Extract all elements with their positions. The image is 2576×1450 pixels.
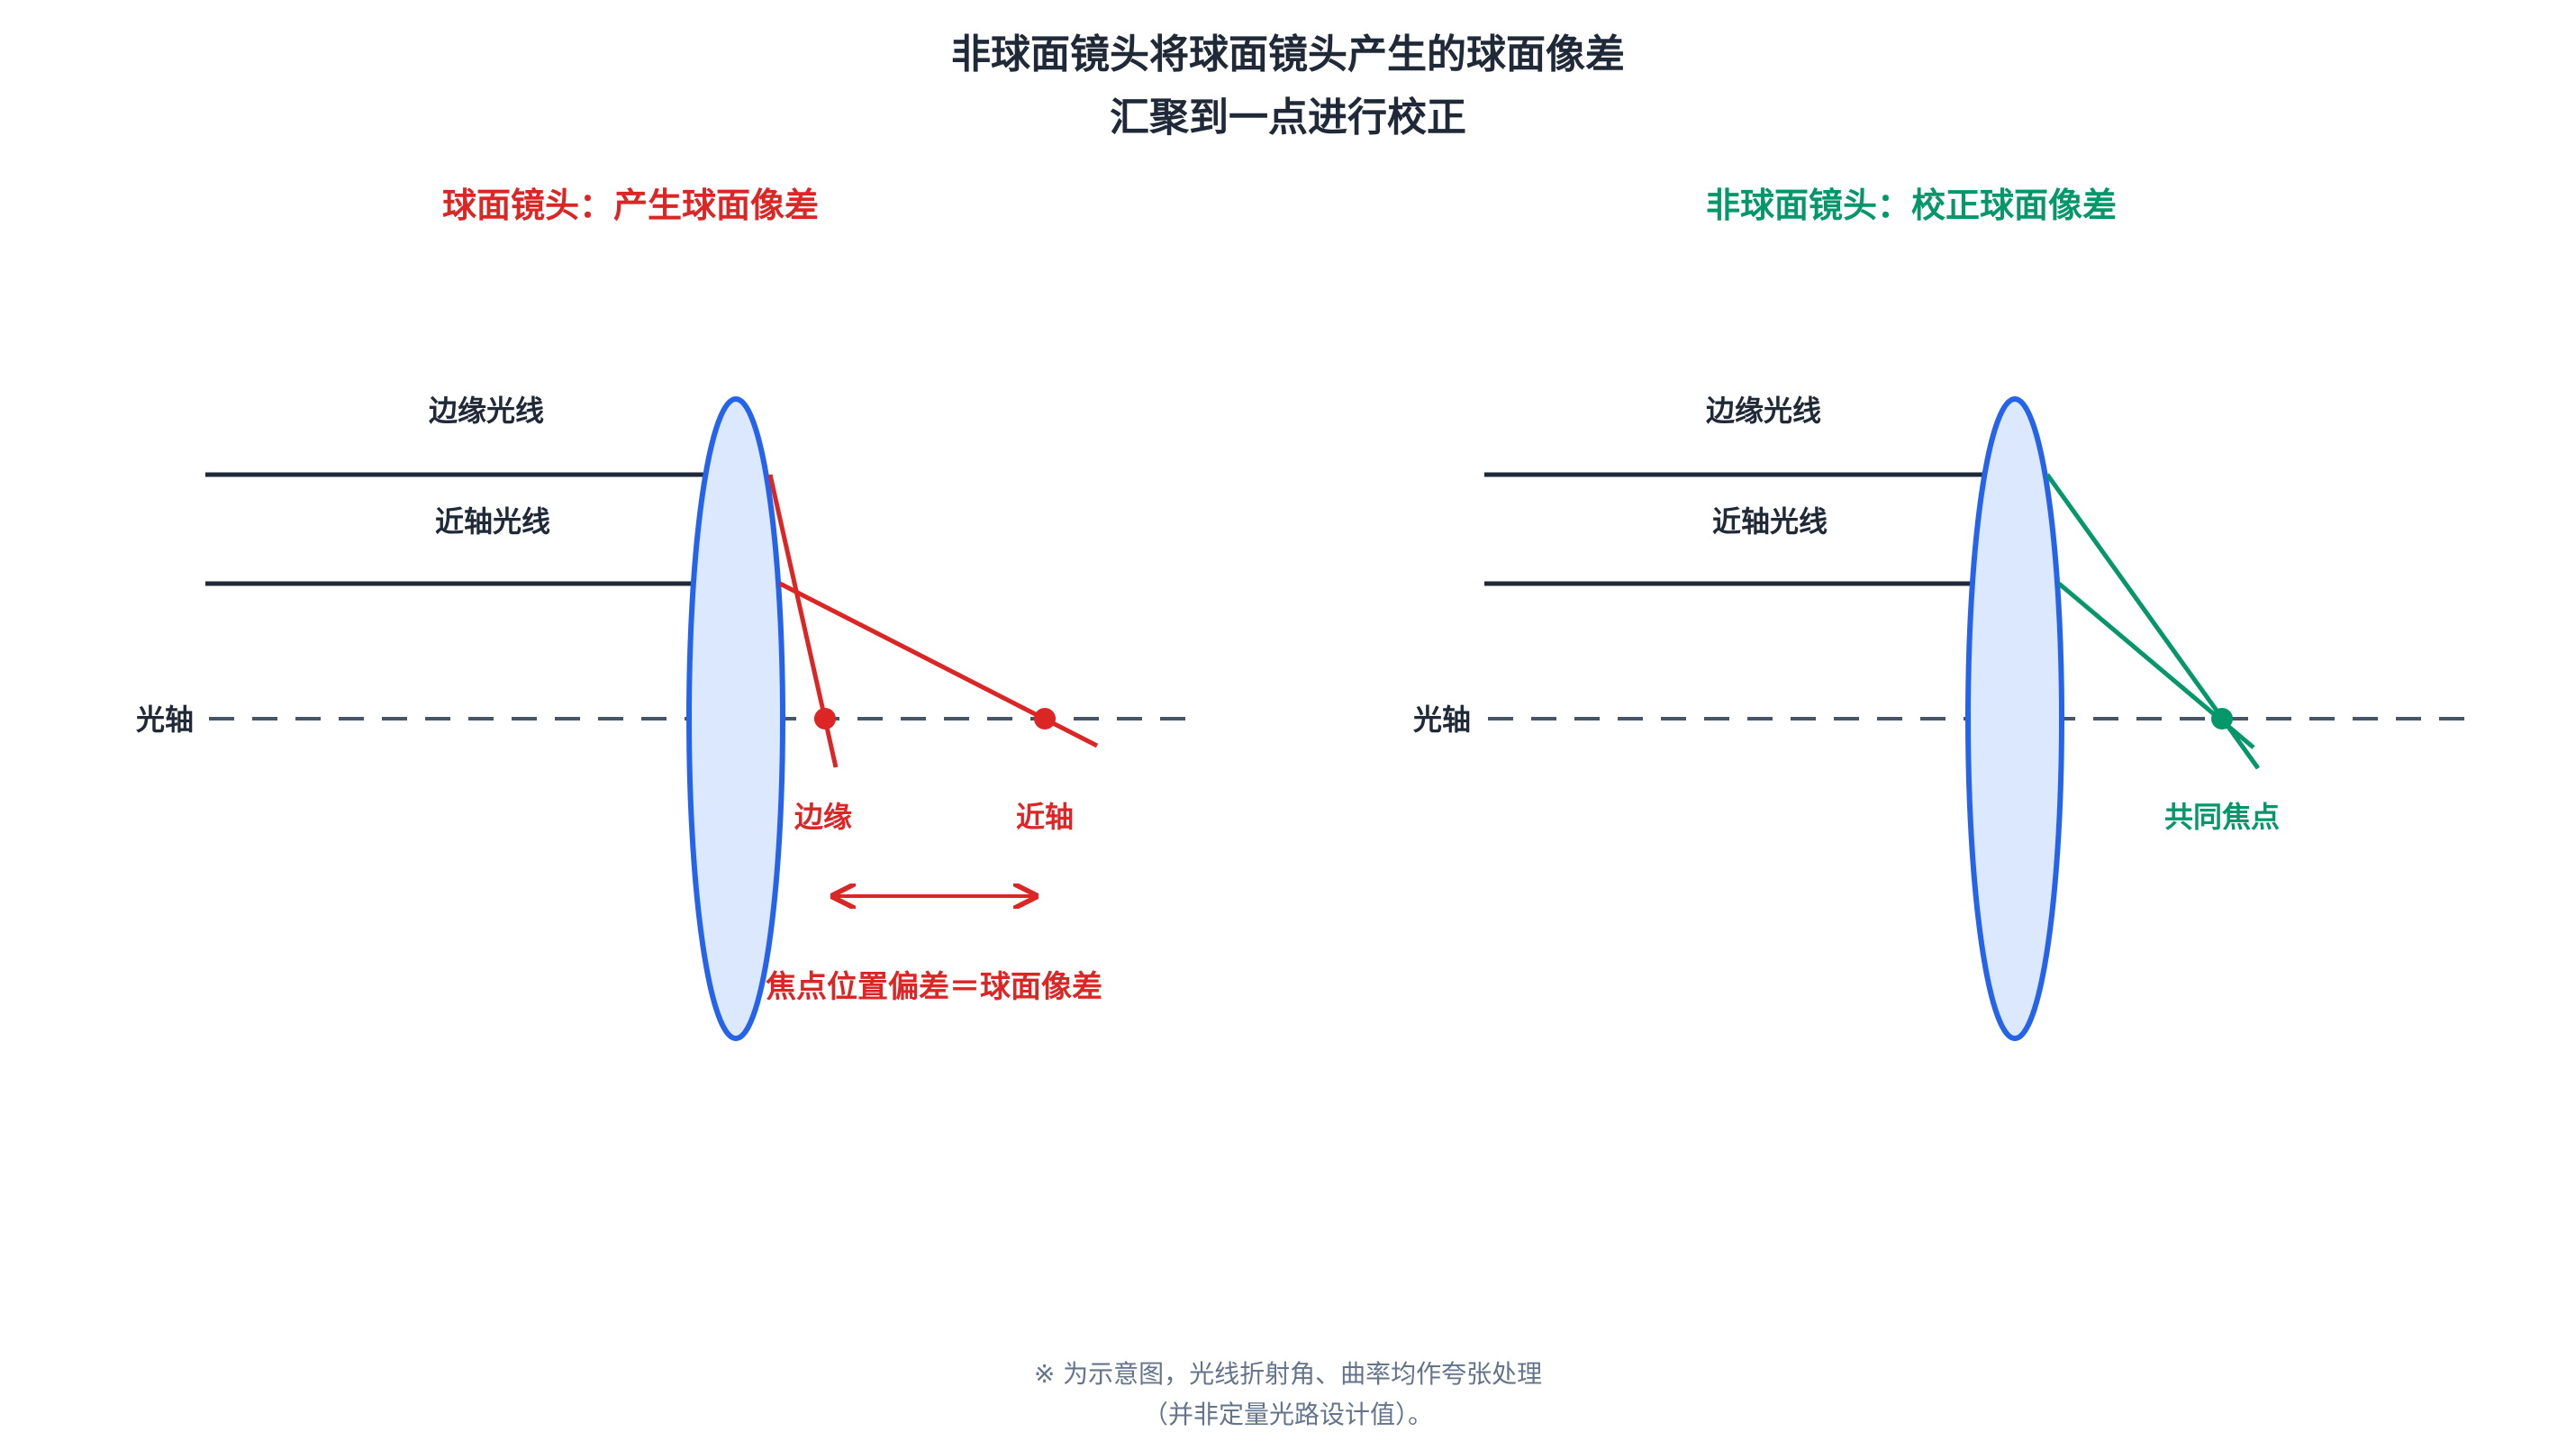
- marginal-ray-label: 边缘光线: [429, 394, 544, 428]
- common-focus-label: 共同焦点: [2164, 800, 2280, 834]
- optical-axis-label: 光轴: [136, 702, 194, 737]
- optical-axis-label-right: 光轴: [1413, 702, 1471, 737]
- focus-offset-label: 焦点位置偏差＝球面像差: [766, 969, 1102, 1005]
- marginal-ray-label-right: 边缘光线: [1706, 394, 1821, 428]
- footnote-line-1: ※ 为示意图，光线折射角、曲率均作夸张处理: [1034, 1359, 1542, 1389]
- common-focus-point: [2211, 708, 2233, 730]
- title-line-1: 非球面镜头将球面镜头产生的球面像差: [951, 32, 1625, 77]
- marginal-focus-label: 边缘: [794, 800, 852, 834]
- aspherical-lens: [1965, 396, 2064, 1041]
- paraxial-ray-label-right: 近轴光线: [1712, 504, 1828, 539]
- paraxial-focus-label: 近轴: [1016, 800, 1074, 834]
- aspherical-panel-heading: 非球面镜头：校正球面像差: [1706, 186, 2117, 225]
- marginal-focus-point: [814, 708, 836, 730]
- spherical-panel-heading: 球面镜头：产生球面像差: [442, 186, 819, 225]
- footnote-line-2: （并非定量光路设计值）。: [1143, 1400, 1433, 1429]
- spherical-lens: [686, 396, 785, 1041]
- title-line-2: 汇聚到一点进行校正: [1110, 95, 1466, 140]
- paraxial-ray-label: 近轴光线: [435, 504, 550, 539]
- spherical-lens-panel: 球面镜头：产生球面像差 边缘光线 近轴光线 光轴 边缘 近轴 焦点位置偏差＝球面…: [136, 186, 1202, 1041]
- paraxial-focus-point: [1034, 708, 1056, 730]
- aspherical-lens-panel: 非球面镜头：校正球面像差 边缘光线 近轴光线 光轴 共同焦点: [1413, 186, 2481, 1041]
